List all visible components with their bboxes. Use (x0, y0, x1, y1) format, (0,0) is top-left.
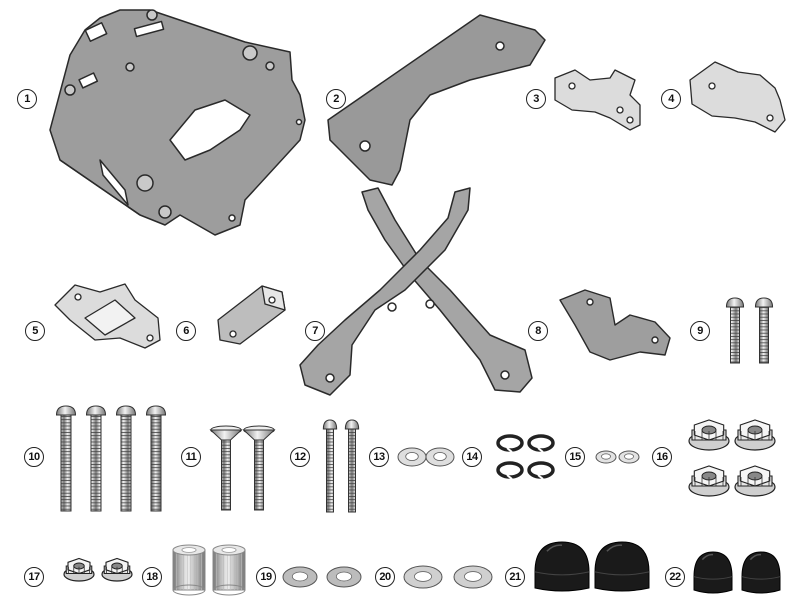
bolt (145, 405, 167, 512)
part-small-cross-plate-b (689, 61, 786, 133)
washer (425, 447, 455, 467)
spring-washer (527, 461, 555, 480)
bolt (55, 405, 77, 512)
part-self-locking-nuts-small (63, 557, 133, 582)
spring-washer (496, 461, 524, 480)
cap-nut (741, 551, 781, 594)
part-long-screws (55, 405, 167, 512)
cap-nut (534, 541, 590, 592)
callout-countersunk-screws: 11 (181, 447, 201, 467)
spring-washer (527, 434, 555, 453)
part-spacer-plate (54, 283, 161, 349)
washer (326, 566, 362, 588)
bolt (344, 419, 360, 513)
part-angle-block (217, 285, 286, 345)
bolt (754, 297, 774, 364)
part-large-washers (403, 565, 493, 589)
callout-medium-washers: 19 (256, 567, 276, 587)
bolt (242, 425, 276, 511)
washer (397, 447, 427, 467)
lock-nut (734, 465, 776, 497)
bolt (115, 405, 137, 512)
callout-long-screws: 10 (24, 447, 44, 467)
cap-nut (693, 551, 733, 594)
callout-small-cross-plate: 3 (526, 89, 546, 109)
callout-spacer-plate: 5 (25, 321, 45, 341)
callout-angle-block: 6 (176, 321, 196, 341)
lock-nut (734, 419, 776, 451)
lock-nut (688, 419, 730, 451)
callout-large-washers: 20 (375, 567, 395, 587)
part-spring-washers (496, 434, 555, 480)
callout-flat-washers: 13 (369, 447, 389, 467)
part-self-locking-nuts-large (688, 419, 776, 497)
callout-curved-bracket: 8 (528, 321, 548, 341)
bolt (725, 297, 745, 364)
part-flat-washers (397, 447, 455, 467)
part-short-screws (725, 297, 774, 364)
bolt (209, 425, 243, 511)
washer (453, 565, 493, 589)
part-countersunk-screws (209, 425, 276, 511)
callout-self-locking-nuts-large: 16 (652, 447, 672, 467)
callout-spring-washers: 14 (462, 447, 482, 467)
callout-self-locking-nuts-small: 17 (24, 567, 44, 587)
part-large-cap-nuts (534, 541, 650, 592)
callout-plate-bracket: 2 (326, 89, 346, 109)
part-small-cross-plate (554, 69, 641, 131)
callout-small-cross-plate-b: 4 (661, 89, 681, 109)
part-small-cap-nuts (693, 551, 781, 594)
part-curved-bracket (559, 289, 671, 361)
callout-thin-long-screws: 12 (290, 447, 310, 467)
lock-nut (688, 465, 730, 497)
spacer (212, 544, 246, 596)
callout-short-screws: 9 (690, 321, 710, 341)
washer (618, 450, 640, 464)
cap-nut (594, 541, 650, 592)
callout-large-cap-nuts: 21 (505, 567, 525, 587)
lock-nut (101, 557, 133, 582)
fasteners-layer (55, 297, 781, 596)
part-plate-bracket (327, 14, 546, 186)
bolt (85, 405, 107, 512)
part-thin-long-screws (322, 419, 360, 513)
washer (595, 450, 617, 464)
spacer (172, 544, 206, 596)
callout-x-frame: 7 (305, 321, 325, 341)
callout-small-cap-nuts: 22 (665, 567, 685, 587)
callout-small-washers: 15 (565, 447, 585, 467)
part-spacers (172, 544, 246, 596)
washer (282, 566, 318, 588)
washer (403, 565, 443, 589)
part-x-frame (299, 187, 533, 396)
part-small-washers (595, 450, 640, 464)
part-rear-rack-plate (49, 9, 306, 236)
bolt (322, 419, 338, 513)
spring-washer (496, 434, 524, 453)
callout-rear-rack-plate: 1 (17, 89, 37, 109)
callout-spacers: 18 (142, 567, 162, 587)
lock-nut (63, 557, 95, 582)
part-medium-washers (282, 566, 362, 588)
